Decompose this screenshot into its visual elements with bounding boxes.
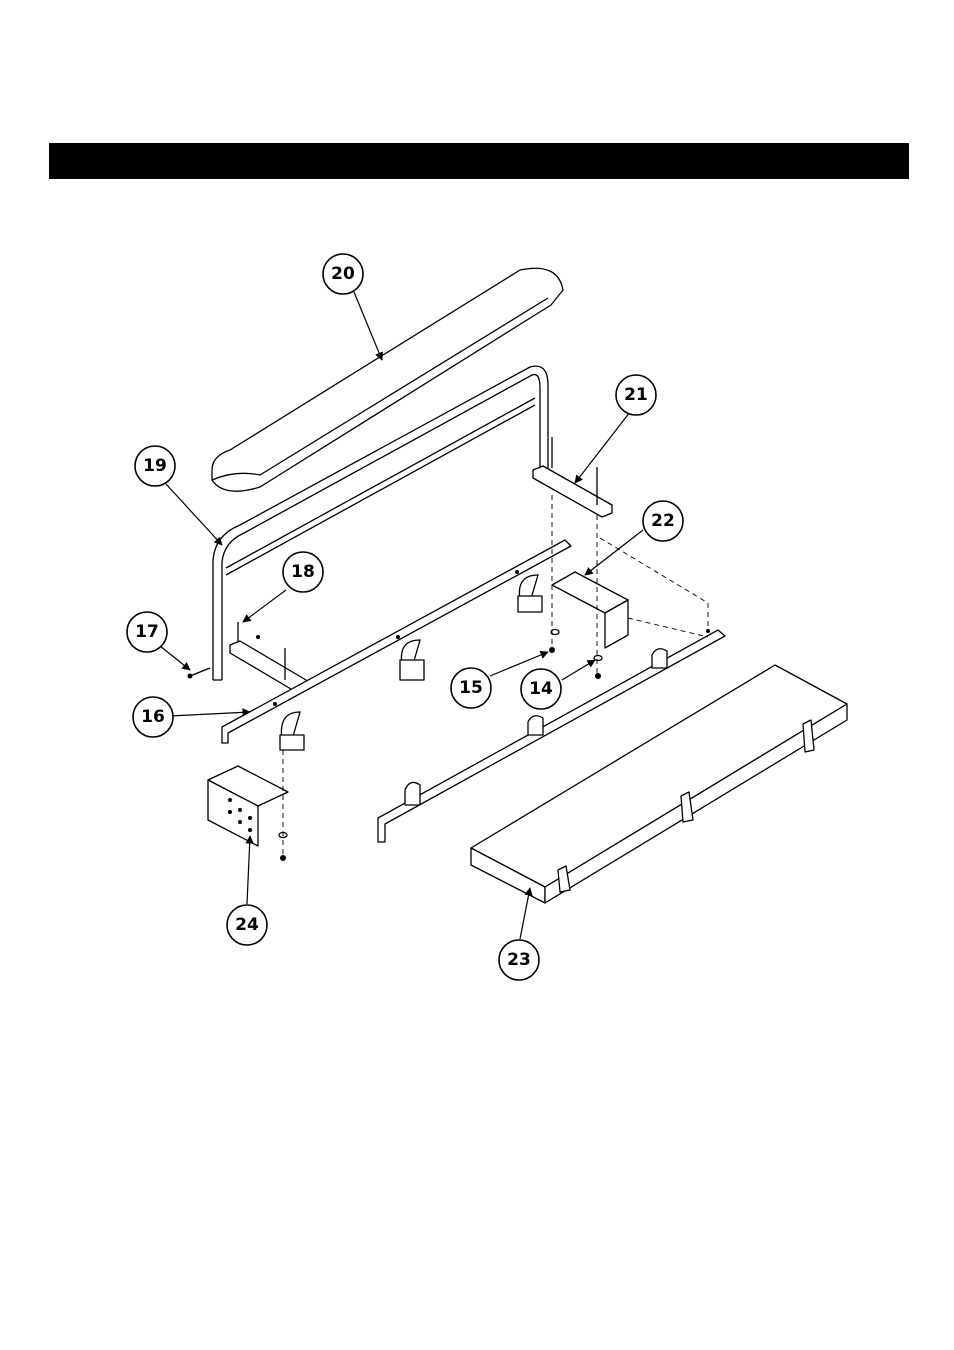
right-mounting-bracket: [552, 572, 628, 648]
left-angle-rail: [222, 540, 571, 750]
right-cross-bar: [533, 437, 612, 517]
left-mounting-bracket: [208, 766, 288, 846]
callout-label: 21: [624, 385, 648, 405]
callout-label: 17: [135, 622, 159, 642]
callout-20: 20: [323, 254, 363, 294]
callout-24: 24: [227, 905, 267, 945]
callout-label: 14: [529, 679, 553, 699]
callout-label: 19: [143, 456, 167, 476]
callout-15: 15: [451, 668, 491, 708]
callout-17: 17: [127, 612, 167, 652]
callout-23: 23: [499, 940, 539, 980]
callout-21: 21: [616, 375, 656, 415]
left-cross-bar: [230, 622, 306, 692]
back-cushion: [212, 268, 563, 491]
callout-label: 15: [459, 678, 483, 698]
callout-label: 16: [141, 707, 165, 727]
callout-19: 19: [135, 446, 175, 486]
callout-16: 16: [133, 697, 173, 737]
callout-label: 23: [507, 950, 531, 970]
backrest-frame: [213, 366, 548, 680]
callout-label: 24: [235, 915, 259, 935]
callout-label: 18: [291, 562, 315, 582]
callout-22: 22: [643, 501, 683, 541]
callout-label: 22: [651, 511, 675, 531]
callout-label: 20: [331, 264, 355, 284]
callout-14: 14: [521, 669, 561, 709]
callout-18: 18: [283, 552, 323, 592]
